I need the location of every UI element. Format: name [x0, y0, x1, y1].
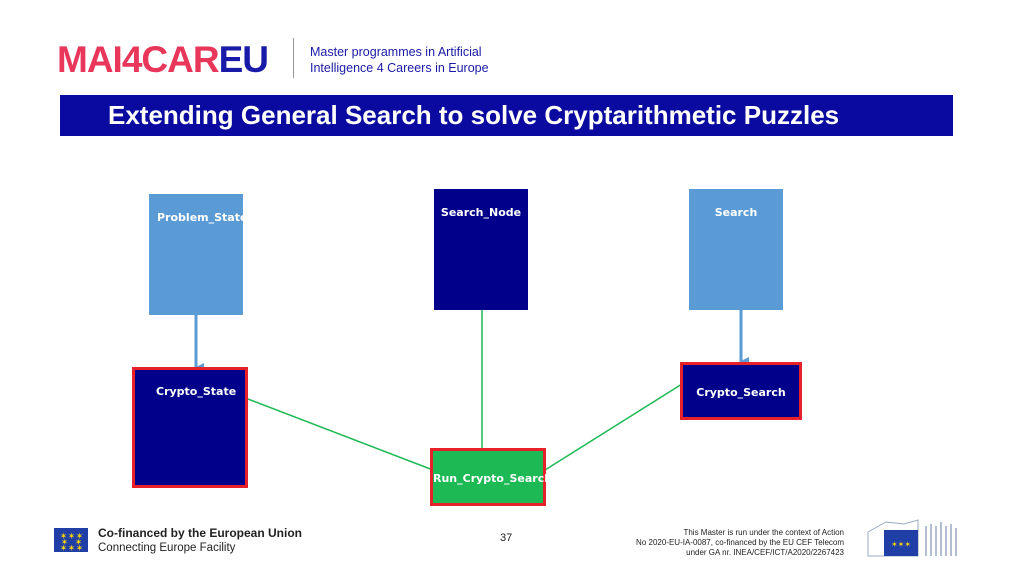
slide-title: Extending General Search to solve Crypta… [60, 95, 953, 136]
problem-state-box: Problem_State [149, 194, 247, 315]
link-crypto-state-to-run [247, 398, 434, 471]
problem-state-label: Problem_State [157, 211, 248, 224]
link-crypto-search-to-run [544, 383, 683, 471]
run-crypto-search-label: Run_Crypto_Search [433, 472, 553, 485]
logo-divider [293, 38, 294, 78]
logo-text-eu: EU [218, 39, 269, 80]
crypto-state-label: Crypto_State [156, 385, 237, 398]
crypto-search-box: Crypto_Search [680, 362, 802, 420]
search-node-label: Search_Node [440, 206, 522, 219]
programme-tagline: Master programmes in Artificial Intellig… [310, 44, 489, 76]
run-crypto-search-box: Run_Crypto_Search [430, 448, 553, 506]
cofinanced-label: Co-financed by the European Union [98, 526, 303, 540]
funding-notice-line-2: No 2020-EU-IA-0087, co-financed by the E… [636, 538, 844, 547]
crypto-search-label: Crypto_Search [696, 386, 786, 399]
svg-text:✶✶✶: ✶✶✶ [891, 540, 911, 549]
page-number: 37 [500, 532, 513, 544]
tagline-line-1: Master programmes in Artificial [310, 45, 482, 59]
funding-notice-line-1: This Master is run under the context of … [683, 528, 844, 537]
funding-notice: This Master is run under the context of … [636, 528, 844, 558]
search-node-box: Search_Node [434, 189, 528, 310]
crypto-state-box: Crypto_State [132, 367, 248, 488]
mai4careu-logo: MAI4CAREU [57, 39, 269, 80]
eu-flag-icon: ✶ ✶ ✶✶ ✶✶ ✶ ✶ [54, 528, 88, 553]
search-box: Search [689, 189, 783, 310]
logo-text-mai4car: MAI4CAR [57, 39, 220, 80]
search-label: Search [714, 206, 758, 219]
cef-label: Connecting Europe Facility [98, 542, 236, 554]
european-commission-logo-icon: ✶✶✶ [867, 519, 957, 557]
funding-notice-line-3: under GA nr. INEA/CEF/ICT/A2020/2267423 [686, 548, 844, 557]
tagline-line-2: Intelligence 4 Careers in Europe [310, 61, 489, 75]
